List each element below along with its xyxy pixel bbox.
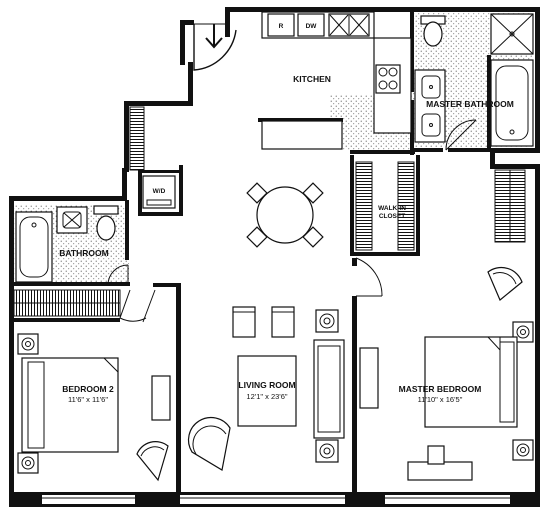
master-bedroom-label: MASTER BEDROOM (399, 384, 482, 394)
washer-dryer: W/D (142, 175, 176, 209)
dining-table (246, 182, 324, 248)
entry-door (193, 23, 237, 71)
washer-dryer-label: W/D (153, 188, 166, 195)
bathroom-label: BATHROOM (59, 248, 108, 258)
dishwasher-label: DW (306, 23, 318, 30)
kitchen: R DW KITCHEN (261, 11, 412, 150)
bedroom2-dims: 11'6" x 11'6" (68, 395, 108, 404)
walk-in-closet-label-line1: WALK-IN (378, 205, 406, 212)
master-bedroom-closet (494, 169, 526, 243)
bedroom2: BEDROOM 2 11'6" x 11'6" (17, 333, 171, 482)
living-room-label: LIVING ROOM (238, 380, 295, 390)
kitchen-label: KITCHEN (293, 74, 331, 84)
walk-in-closet: WALK-IN CLOSET (355, 161, 415, 297)
refrigerator-label: R (279, 23, 284, 30)
bedroom2-closet (13, 289, 156, 323)
entry-arrow-icon (205, 24, 223, 49)
interior-walls (14, 12, 493, 496)
walk-in-closet-label-line2: CLOSET (379, 213, 405, 220)
bedroom2-label: BEDROOM 2 (62, 384, 114, 394)
master-bathroom-label: MASTER BATHROOM (426, 99, 514, 109)
master-bathroom: MASTER BATHROOM (414, 13, 534, 151)
outer-walls (9, 7, 540, 507)
living-room-dims: 12'1" x 23'6" (246, 392, 287, 401)
master-bedroom-dims: 11'10" x 16'5" (418, 395, 463, 404)
master-bedroom: MASTER BEDROOM 11'10" x 16'5" (359, 266, 534, 481)
hall-closet (129, 106, 145, 171)
living-room: LIVING ROOM 12'1" x 23'6" (187, 306, 345, 471)
bathroom: BATHROOM (15, 205, 129, 286)
